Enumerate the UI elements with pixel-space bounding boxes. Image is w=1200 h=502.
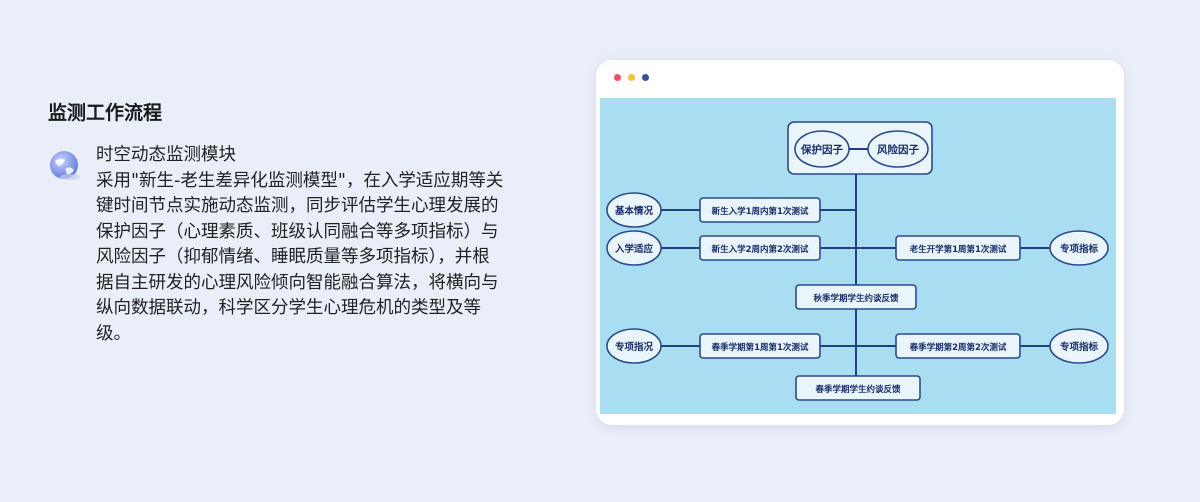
globe-icon <box>50 151 80 180</box>
left-oval <box>606 230 662 266</box>
left-oval-label: 基本情况 <box>614 205 654 217</box>
risk-factor-label: 风险因子 <box>877 143 919 156</box>
center-box <box>795 284 917 310</box>
left-oval-label: 入学适应 <box>614 243 654 255</box>
center-box-label: 春季学期学生约谈反馈 <box>814 384 901 395</box>
screenshot-window: 保护因子 风险因子 基本情况 入学适应 专项指况 专项指标 专项指标 新生入学1… <box>596 60 1124 425</box>
right-oval-label: 专项指标 <box>1060 243 1099 255</box>
left-oval-label: 专项指况 <box>615 341 654 353</box>
center-box <box>795 375 921 401</box>
right-box-label: 老生开学第1周第1次测试 <box>909 244 1007 255</box>
right-box-label: 春季学期第2周第2次测试 <box>909 342 1007 353</box>
right-box <box>895 333 1021 359</box>
right-box <box>895 235 1021 261</box>
center-box-label: 新生入学2周内第2次测试 <box>712 244 809 255</box>
window-dot-red <box>614 74 621 81</box>
center-box <box>699 235 821 261</box>
center-box <box>699 333 821 359</box>
right-oval-label: 专项指标 <box>1060 341 1099 353</box>
center-box-label: 春季学期第1周第1次测试 <box>711 342 809 353</box>
right-oval <box>1049 328 1109 364</box>
module-heading: 时空动态监测模块 <box>96 145 236 165</box>
left-oval <box>606 328 662 364</box>
protect-factor-label: 保护因子 <box>800 143 843 156</box>
window-dot-blue <box>642 74 649 81</box>
center-box-label: 新生入学1周内第1次测试 <box>712 206 809 217</box>
section-title: 监测工作流程 <box>48 102 163 124</box>
flowchart: 保护因子 风险因子 基本情况 入学适应 专项指况 专项指标 专项指标 新生入学1… <box>600 98 1116 414</box>
center-box <box>699 197 821 223</box>
module-description: 采用"新生-老生差异化监测模型"，在入学适应期等关键时间节点实施动态监测，同步评… <box>96 170 504 344</box>
window-dot-yellow <box>628 74 635 81</box>
window-controls <box>614 74 649 81</box>
center-box-label: 秋季学期学生约谈反馈 <box>812 293 899 304</box>
left-oval <box>606 192 662 228</box>
right-oval <box>1049 230 1109 266</box>
